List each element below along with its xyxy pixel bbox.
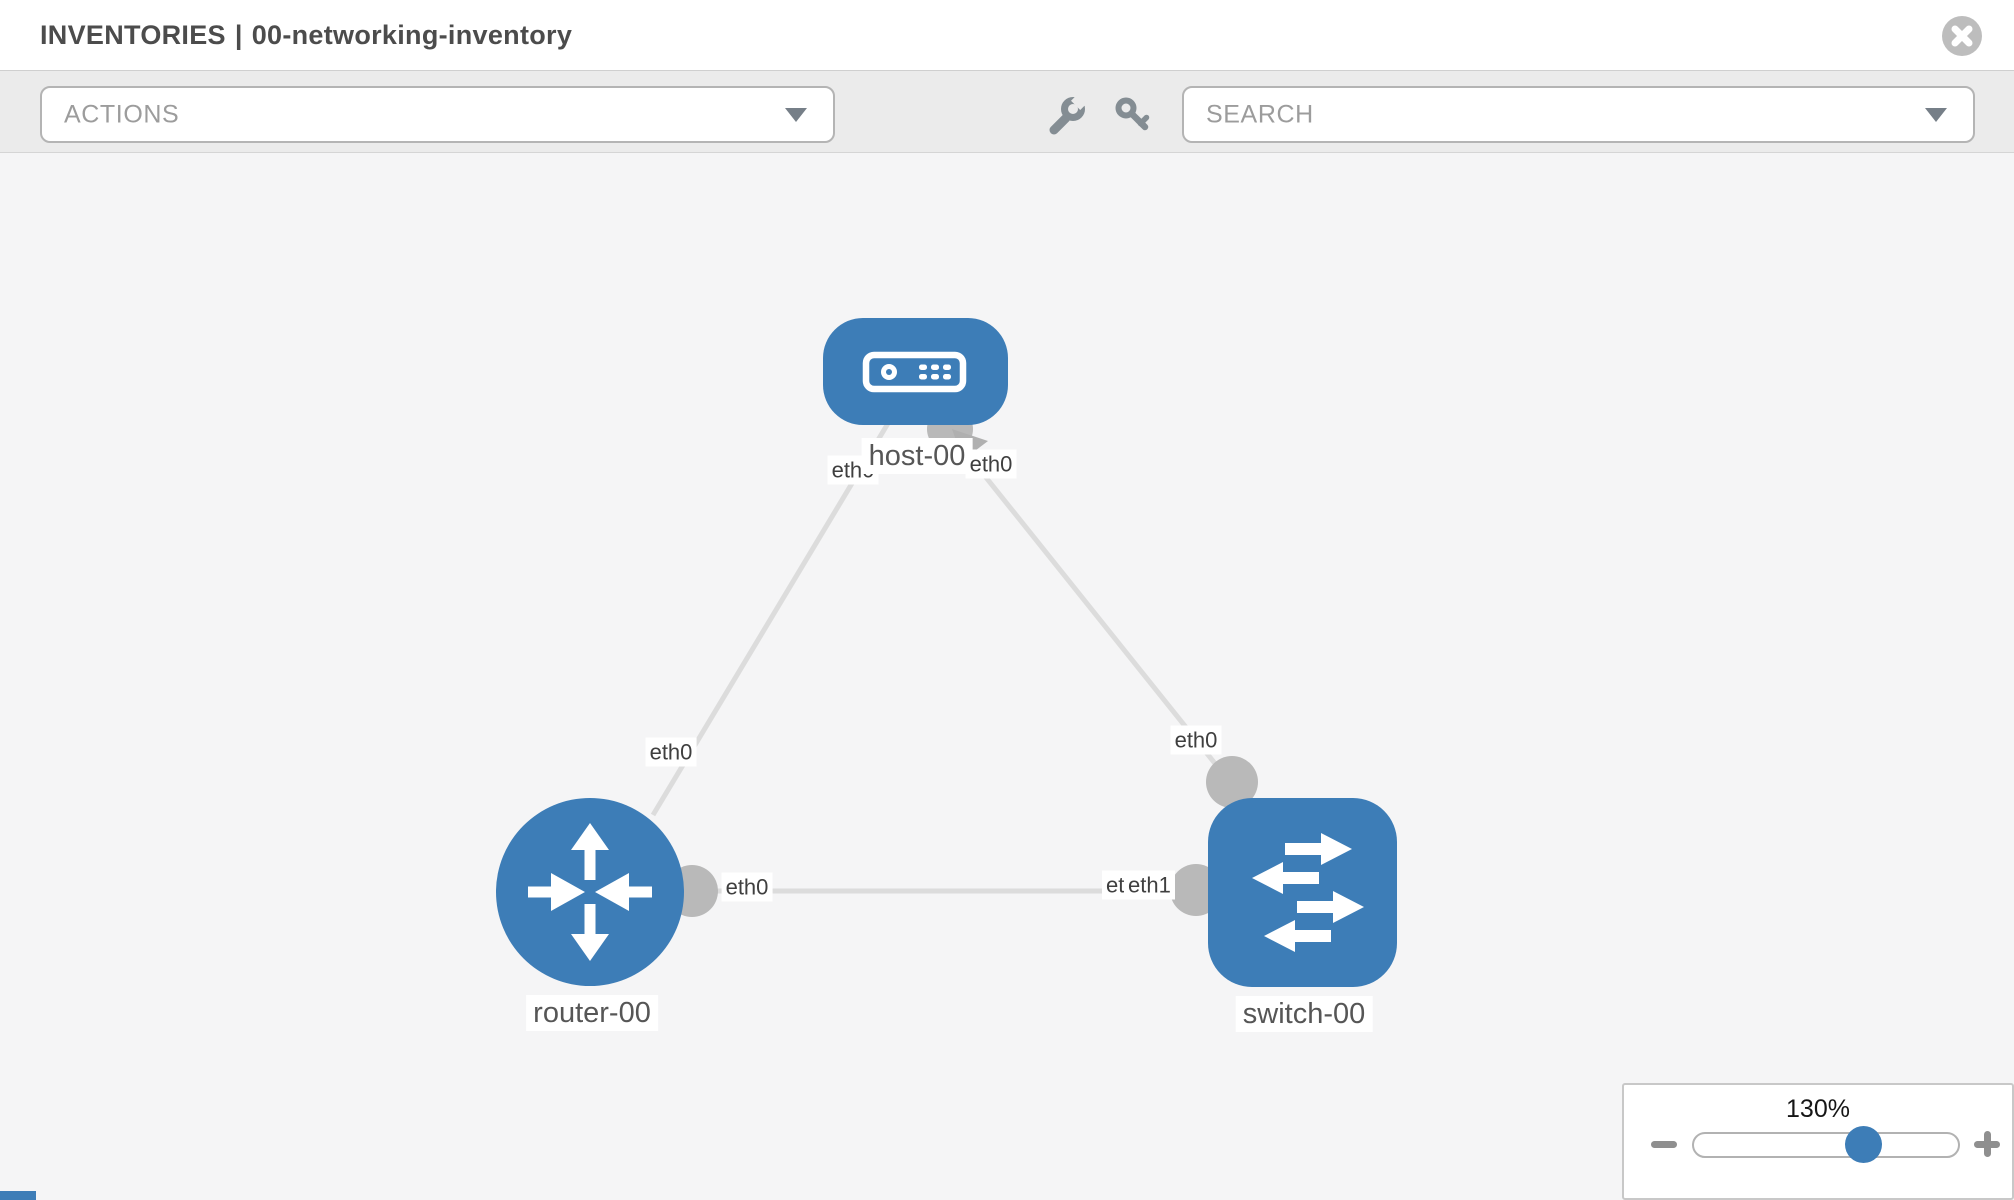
minus-icon <box>1651 1140 1677 1148</box>
zoom-in-button[interactable] <box>1967 1127 2007 1161</box>
actions-dropdown[interactable]: ACTIONS <box>40 86 835 143</box>
key-icon <box>1115 97 1150 130</box>
link-host-switch[interactable] <box>938 418 1235 788</box>
page-title: INVENTORIES | 00-networking-inventory <box>40 0 581 71</box>
breadcrumb-section: INVENTORIES <box>40 20 226 50</box>
key-button[interactable] <box>1113 95 1153 135</box>
footer-accent <box>0 1191 36 1200</box>
iface-label-overlap: eth0 eth1 <box>1102 870 1175 900</box>
zoom-slider-track[interactable] <box>1692 1132 1960 1158</box>
node-label-switch[interactable]: switch-00 <box>1235 996 1373 1032</box>
node-switch-00[interactable] <box>1208 798 1397 987</box>
close-button[interactable] <box>1941 15 1983 57</box>
chevron-down-icon <box>1925 107 1947 122</box>
node-host-00[interactable] <box>823 318 1008 425</box>
header: INVENTORIES | 00-networking-inventory <box>0 0 2014 71</box>
close-icon <box>1942 16 1982 56</box>
zoom-panel: 130% <box>1622 1083 2014 1200</box>
iface-label: eth0 <box>645 737 697 767</box>
iface-label: eth0 <box>1170 725 1222 755</box>
toolbar: ACTIONS SEARCH <box>0 71 2014 153</box>
link-endpoint-switch-top <box>1206 756 1258 808</box>
node-label-router[interactable]: router-00 <box>526 995 658 1031</box>
chevron-down-icon <box>785 107 807 122</box>
breadcrumb-inventory-name: 00-networking-inventory <box>251 20 573 50</box>
zoom-slider-thumb[interactable] <box>1845 1126 1882 1163</box>
actions-placeholder: ACTIONS <box>64 100 180 128</box>
host-icon <box>862 351 967 393</box>
topology-canvas[interactable]: eth0 host-00 eth0 eth0 eth0 eth0 eth0 et… <box>0 153 2014 1200</box>
iface-label: eth0 <box>721 872 773 902</box>
zoom-out-button[interactable] <box>1644 1127 1684 1161</box>
plus-icon <box>1983 1131 1991 1157</box>
node-router-00[interactable] <box>496 798 684 986</box>
breadcrumb-separator: | <box>234 20 243 50</box>
node-label-host[interactable]: host-00 <box>861 438 973 474</box>
router-icon <box>528 823 652 961</box>
search-dropdown[interactable]: SEARCH <box>1182 86 1975 143</box>
iface-label: eth1 <box>1124 870 1175 900</box>
wrench-icon <box>1049 92 1088 134</box>
zoom-level: 130% <box>1786 1095 1850 1123</box>
wrench-button[interactable] <box>1047 92 1088 135</box>
search-placeholder: SEARCH <box>1206 100 1314 128</box>
toolbar-tools <box>1047 86 1153 143</box>
iface-label: eth0 <box>965 449 1017 479</box>
switch-icon <box>1252 833 1364 952</box>
